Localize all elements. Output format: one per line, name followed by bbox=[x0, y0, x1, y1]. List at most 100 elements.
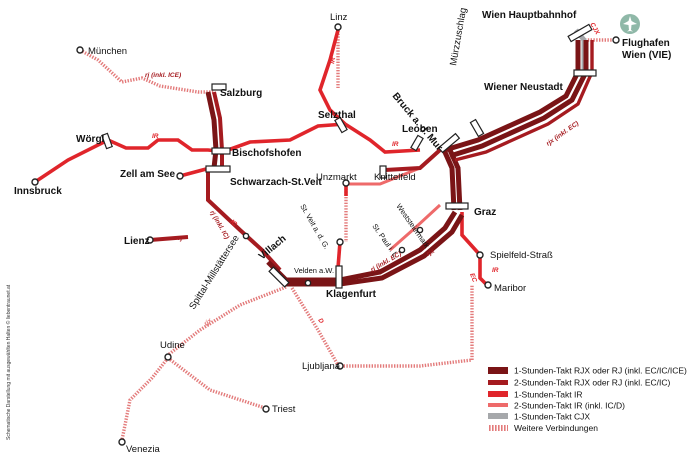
route-lienz-villach bbox=[149, 235, 189, 242]
label-spittal: Spittal-Millstättersee bbox=[187, 233, 242, 311]
airport-icon bbox=[620, 14, 640, 34]
station-flughafen bbox=[612, 36, 620, 44]
tag-ir-selzthal: IR bbox=[392, 141, 399, 148]
legend-item-grey: 1-Stunden-Takt CJX bbox=[488, 412, 590, 422]
tag-rj-lienz: rj bbox=[178, 235, 183, 242]
route-udine-venezia bbox=[120, 356, 170, 441]
tag-rjx-udine: rjx bbox=[203, 317, 214, 328]
route-muenchen-salzburg bbox=[79, 48, 214, 94]
other-connections bbox=[79, 28, 616, 441]
label-knittelfeld: Knittelfeld bbox=[374, 172, 416, 183]
station-ljubljana bbox=[336, 362, 344, 370]
label-wien: Wien Hauptbahnhof bbox=[482, 10, 577, 21]
label-velden: Velden a.W. bbox=[294, 266, 334, 275]
hub-leoben bbox=[410, 134, 424, 152]
hub-klagenfurt bbox=[335, 265, 343, 289]
station-unzmarkt bbox=[342, 179, 350, 187]
hub-selzthal bbox=[334, 116, 348, 134]
label-udine: Udine bbox=[160, 340, 185, 351]
route-woergl-bischofshofen bbox=[107, 138, 229, 154]
label-klagenfurt: Klagenfurt bbox=[326, 289, 377, 300]
label-triest: Triest bbox=[272, 404, 296, 415]
station-weststeiermark bbox=[416, 226, 424, 234]
hub-schwarzach bbox=[205, 165, 231, 173]
route-selzthal-leoben bbox=[344, 122, 421, 154]
route-bruck-wien-3 bbox=[454, 40, 594, 162]
route-innsbruck-woergl bbox=[34, 138, 109, 184]
route-stpaul-graz bbox=[389, 203, 442, 252]
route-graz-spielfeld bbox=[460, 212, 482, 257]
station-velden bbox=[304, 279, 312, 287]
station-muenchen bbox=[76, 46, 84, 54]
label-selzthal: Selzthal bbox=[318, 110, 356, 121]
hub-bruck bbox=[437, 132, 461, 154]
label-st-paul: St. Paul i. L. bbox=[370, 222, 401, 260]
label-wiener-neustadt: Wiener Neustadt bbox=[484, 82, 563, 93]
label-muerzzuschlag: Mürzzuschlag bbox=[448, 7, 469, 67]
hub-salzburg bbox=[211, 83, 227, 91]
tag-ic: IC bbox=[229, 218, 239, 228]
tag-ec: EC bbox=[468, 272, 478, 283]
rj-2h-lines bbox=[149, 91, 442, 272]
route-villach-ljubljana bbox=[290, 287, 340, 366]
tag-ir-maribor: IR bbox=[492, 267, 499, 274]
station-udine bbox=[164, 353, 172, 361]
legend-item-light: 2-Stunden-Takt IR (inkl. IC/D) bbox=[488, 401, 625, 411]
legend-label-dotted: Weitere Verbindungen bbox=[514, 423, 598, 433]
legend-item-dark: 1-Stunden-Takt RJX oder RJ (inkl. EC/IC/… bbox=[488, 366, 687, 376]
label-muenchen: München bbox=[88, 46, 127, 57]
hub-bischofshofen bbox=[211, 147, 231, 155]
hub-wien bbox=[567, 23, 593, 43]
route-ljubljana-maribor bbox=[338, 285, 474, 368]
ir-1h-lines bbox=[34, 29, 488, 286]
hub-wiener-neustadt bbox=[573, 69, 597, 77]
station-linz bbox=[334, 23, 342, 31]
route-selzthal-linz bbox=[318, 29, 347, 126]
tag-d: D bbox=[316, 317, 325, 325]
legend: 1-Stunden-Takt RJX oder RJ (inkl. EC/IC/… bbox=[488, 366, 687, 433]
route-udine-triest bbox=[166, 356, 266, 410]
label-bischofshofen: Bischofshofen bbox=[232, 148, 301, 159]
station-st-veit bbox=[336, 238, 344, 246]
route-leoben-knittelfeld bbox=[384, 148, 442, 172]
station-lienz bbox=[146, 236, 154, 244]
route-schwarzach-villach bbox=[206, 172, 282, 272]
legend-label-medium: 2-Stunden-Takt RJX oder RJ (inkl. EC/IC) bbox=[514, 378, 671, 388]
legend-label-bright: 1-Stunden-Takt IR bbox=[514, 390, 583, 400]
label-innsbruck: Innsbruck bbox=[14, 186, 62, 197]
label-schwarzach: Schwarzach-St.Veit bbox=[230, 177, 322, 188]
station-st-paul bbox=[398, 246, 406, 254]
route-salzburg-schwarzach bbox=[212, 91, 224, 168]
tag-ir-west: IR bbox=[152, 133, 159, 140]
legend-swatch-light bbox=[488, 403, 508, 407]
tag-rjx: rjx bbox=[426, 248, 437, 258]
label-flughafen-2: Wien (VIE) bbox=[622, 50, 671, 61]
copyright-note: Schematische Darstellung mit ausgewählte… bbox=[5, 284, 12, 440]
route-spielfeld-maribor bbox=[478, 255, 488, 286]
legend-item-bright: 1-Stunden-Takt IR bbox=[488, 390, 583, 400]
label-linz: Linz bbox=[330, 12, 348, 23]
route-klagenfurt-graz-dark bbox=[286, 213, 465, 287]
ir-2h-lines bbox=[346, 166, 442, 252]
route-stveit-klagenfurt bbox=[336, 241, 342, 269]
label-lienz: Lienz bbox=[124, 236, 150, 247]
legend-label-grey: 1-Stunden-Takt CJX bbox=[514, 412, 590, 422]
hub-knittelfeld bbox=[379, 165, 387, 179]
label-zell-am-see: Zell am See bbox=[120, 169, 175, 180]
label-unzmarkt: Unzmarkt bbox=[316, 172, 357, 183]
route-selzthal-bischofshofen bbox=[227, 122, 346, 152]
hub-muerzzuschlag bbox=[469, 118, 485, 138]
label-st-veit: St. Veit a. d. G. bbox=[298, 203, 331, 251]
route-salzburg-schwarzach-dark bbox=[205, 91, 219, 169]
label-leoben: Leoben bbox=[402, 124, 438, 135]
legend-swatch-medium bbox=[488, 380, 508, 385]
legend-swatch-dark bbox=[488, 367, 508, 374]
tag-rj-ice: rj (inkl. ICE) bbox=[145, 72, 181, 79]
label-venezia: Venezia bbox=[126, 444, 161, 455]
station-zell-am-see bbox=[176, 172, 184, 180]
label-woergl: Wörgl bbox=[76, 134, 105, 145]
label-maribor: Maribor bbox=[494, 283, 526, 294]
legend-swatch-grey bbox=[488, 413, 508, 419]
station-triest bbox=[262, 405, 270, 413]
